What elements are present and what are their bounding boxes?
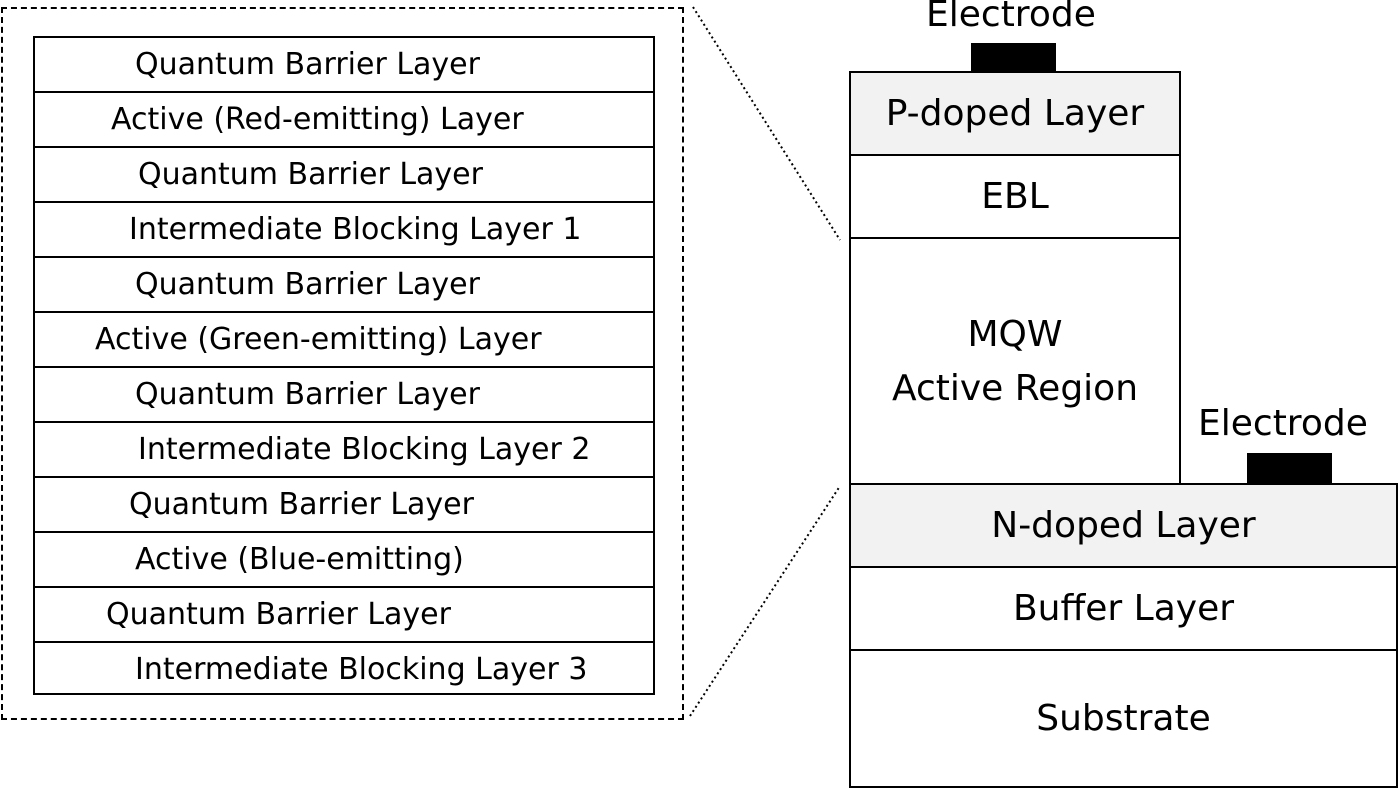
mqw-layer-label: Intermediate Blocking Layer 1 (129, 212, 582, 247)
top-electrode-label: Electrode (926, 0, 1096, 35)
mqw-layer-row: Quantum Barrier Layer (35, 258, 653, 313)
ebl-label: EBL (981, 175, 1049, 217)
mqw-label-line1: MQW (967, 313, 1063, 355)
mqw-active-region: MQW Active Region (849, 237, 1181, 486)
mqw-layer-row: Intermediate Blocking Layer 1 (35, 203, 653, 258)
mqw-layer-row: Intermediate Blocking Layer 3 (35, 643, 653, 698)
n-doped-layer: N-doped Layer (849, 483, 1398, 568)
mqw-zoom-frame (1, 7, 684, 720)
mqw-layer-row: Quantum Barrier Layer (35, 368, 653, 423)
mqw-layer-row: Quantum Barrier Layer (35, 588, 653, 643)
zoom-line-bottom (689, 485, 841, 717)
mqw-layer-label: Intermediate Blocking Layer 2 (138, 432, 591, 467)
mqw-layer-label: Quantum Barrier Layer (138, 157, 483, 192)
mqw-layer-label: Quantum Barrier Layer (106, 597, 451, 632)
mqw-layer-row: Intermediate Blocking Layer 2 (35, 423, 653, 478)
p-doped-layer: P-doped Layer (849, 71, 1181, 156)
mqw-layer-label: Quantum Barrier Layer (135, 47, 480, 82)
mqw-layer-label: Quantum Barrier Layer (135, 377, 480, 412)
mqw-layer-label: Active (Green-emitting) Layer (95, 322, 542, 357)
mqw-layer-row: Active (Green-emitting) Layer (35, 313, 653, 368)
p-doped-label: P-doped Layer (885, 92, 1145, 134)
mqw-layer-label: Quantum Barrier Layer (135, 267, 480, 302)
mqw-layer-row: Quantum Barrier Layer (35, 38, 653, 93)
substrate-layer: Substrate (849, 649, 1398, 788)
substrate-label: Substrate (1036, 697, 1211, 739)
mqw-layer-row: Quantum Barrier Layer (35, 478, 653, 533)
mqw-layer-label: Quantum Barrier Layer (129, 487, 474, 522)
ebl-layer: EBL (849, 154, 1181, 239)
buffer-label: Buffer Layer (1012, 587, 1235, 629)
mqw-layer-row: Active (Red-emitting) Layer (35, 93, 653, 148)
mqw-layer-stack: Quantum Barrier Layer Active (Red-emitti… (33, 36, 655, 695)
mqw-layer-label: Active (Red-emitting) Layer (111, 102, 524, 137)
zoom-line-top (692, 6, 841, 241)
mqw-label-line2: Active Region (891, 367, 1139, 409)
mqw-layer-row: Active (Blue-emitting) (35, 533, 653, 588)
side-electrode (1247, 453, 1332, 485)
buffer-layer: Buffer Layer (849, 566, 1398, 651)
mqw-layer-row: Quantum Barrier Layer (35, 148, 653, 203)
mqw-layer-label: Active (Blue-emitting) (135, 542, 464, 577)
side-electrode-label: Electrode (1198, 403, 1368, 444)
mqw-layer-label: Intermediate Blocking Layer 3 (135, 652, 588, 687)
top-electrode (971, 43, 1056, 73)
n-doped-label: N-doped Layer (991, 504, 1256, 546)
